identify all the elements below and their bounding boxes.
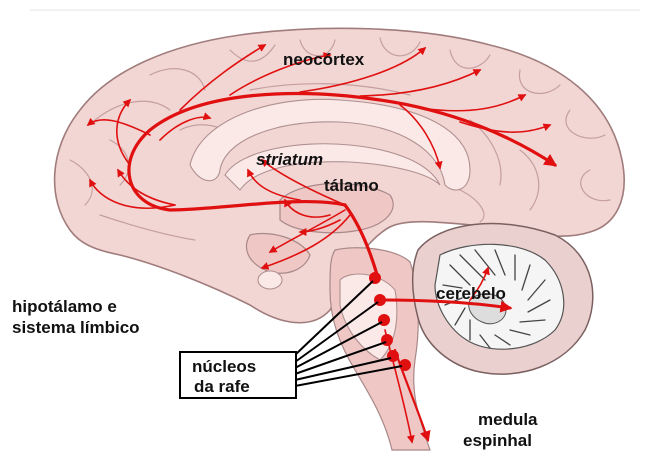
label-hipotalamo-1: hipotálamo e xyxy=(12,297,117,316)
raphe-nucleus xyxy=(381,334,393,346)
label-hipotalamo-2: sistema límbico xyxy=(12,318,140,337)
label-cerebelo: cerebelo xyxy=(436,284,506,303)
raphe-nucleus xyxy=(387,350,399,362)
label-medula-1: medula xyxy=(478,410,538,429)
pituitary xyxy=(258,271,282,289)
label-talamo: tálamo xyxy=(324,176,379,195)
label-neocortex: neocórtex xyxy=(283,50,365,69)
label-striatum: striatum xyxy=(256,150,323,169)
label-nucleos-2: da rafe xyxy=(194,377,250,396)
label-nucleos-1: núcleos xyxy=(192,357,256,376)
label-medula-2: espinhal xyxy=(463,431,532,450)
raphe-nucleus xyxy=(399,359,411,371)
